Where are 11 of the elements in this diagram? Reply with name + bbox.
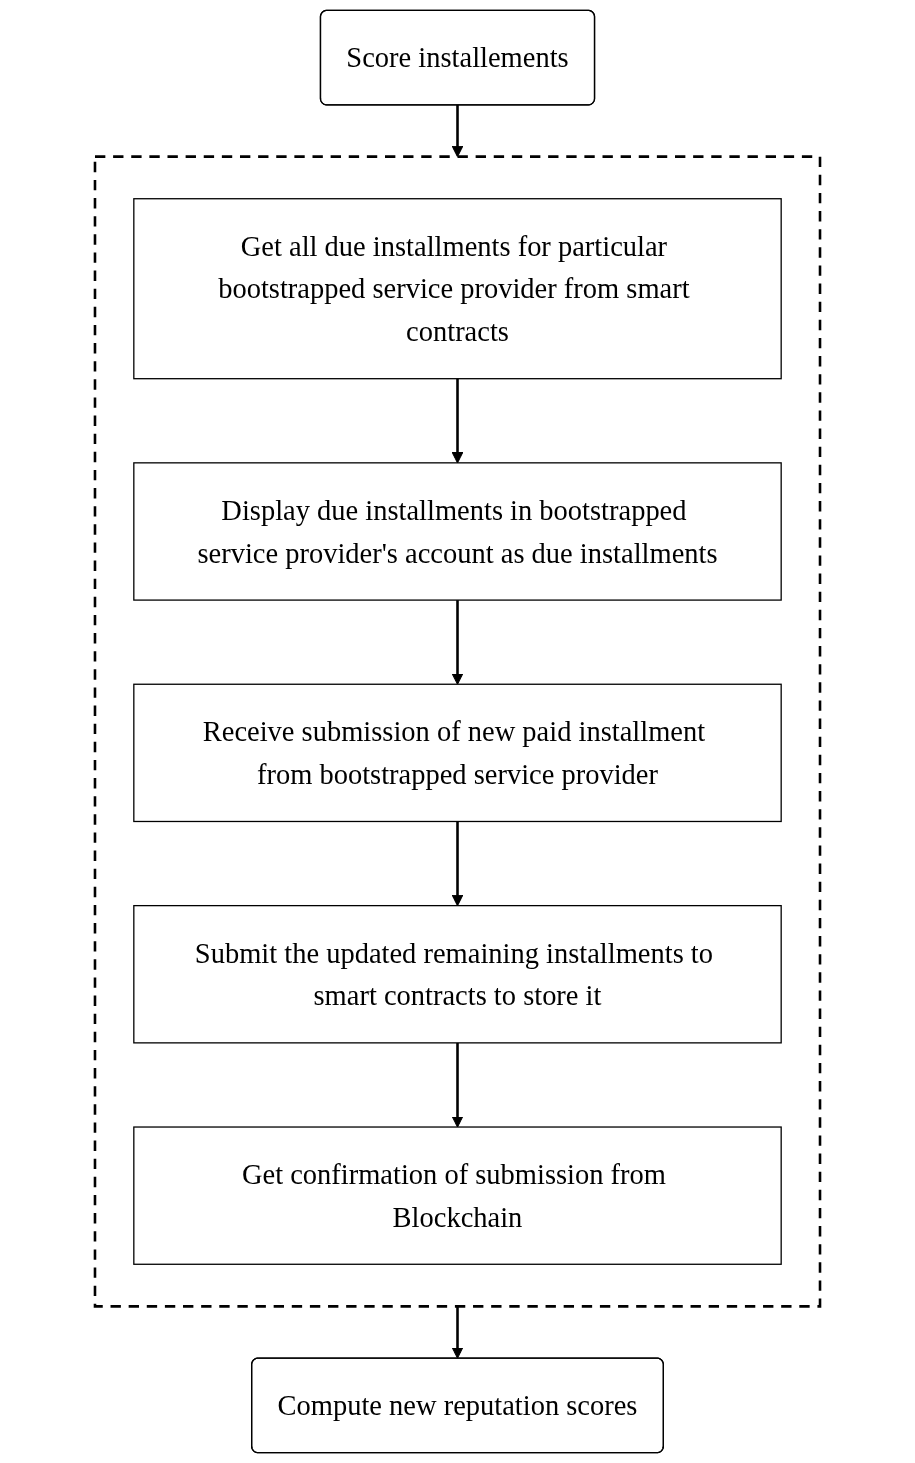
arrow [451,1042,464,1128]
arrow [451,821,464,907]
arrow [451,1306,464,1359]
arrow [451,600,464,685]
node-box: Display due installments in bootstrapped service provider's account as due installments [133,462,782,601]
node-box: Receive submission of new paid installment from bootstrapped service provider [133,683,782,823]
arrow [451,378,464,464]
node-box: Get all due installments for particular bootstrapped service provider from smart contracts [133,198,782,380]
node-box: Get confirmation of submission from Blockchain [133,1126,782,1265]
cluster [93,155,822,1308]
node-box: Submit the updated remaining installments to smart contracts to store it [133,905,782,1044]
